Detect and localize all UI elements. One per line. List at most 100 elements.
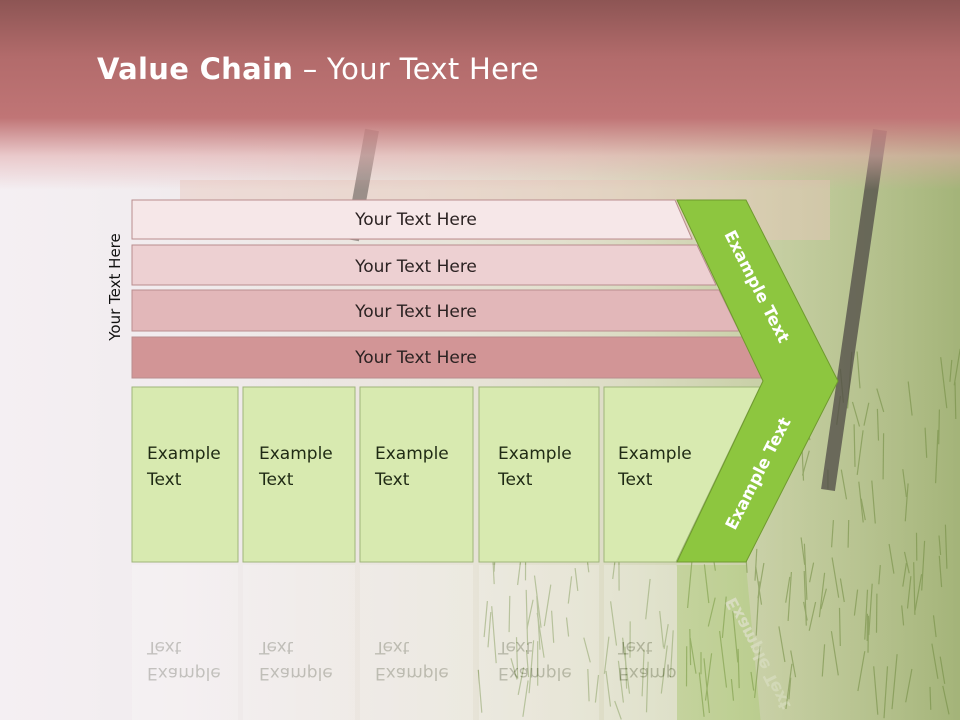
grass-blade <box>821 644 826 677</box>
grass-blade <box>551 610 555 643</box>
grass-blade <box>703 564 710 604</box>
primary-box-3 <box>359 386 474 563</box>
primary-box-text-5-line2: Text <box>617 470 653 490</box>
support-bar-label-3: Your Text Here <box>354 302 477 322</box>
grass-blade <box>707 597 716 627</box>
reflection-text-5-line1: Example <box>618 663 692 683</box>
primary-box-1 <box>131 386 239 563</box>
primary-boxes <box>131 386 761 563</box>
primary-box-text-1-line1: Example <box>147 444 221 464</box>
grass-blade <box>818 572 826 618</box>
grass-blade <box>594 674 600 703</box>
grass-blade <box>757 562 765 599</box>
grass-blade <box>931 643 939 679</box>
grass-blade <box>938 555 943 588</box>
grass-blade <box>669 630 674 678</box>
grass-blade <box>663 624 669 649</box>
margin-chevron <box>676 199 839 563</box>
grass-blade <box>905 668 913 703</box>
grass-blade <box>567 576 573 604</box>
reflection-text-4-line1: Example <box>498 663 572 683</box>
grass-blade <box>645 578 651 620</box>
reflection-box-5 <box>604 565 751 720</box>
primary-box-4 <box>478 386 600 563</box>
reflection-text-5-line2: Text <box>617 637 653 657</box>
grass-blade <box>750 671 755 691</box>
grass-blade <box>903 551 910 574</box>
reflection-text-3-line2: Text <box>374 637 410 657</box>
grass-blade <box>938 535 942 555</box>
primary-box-text-5-line1: Example <box>618 444 692 464</box>
grass-blade <box>689 628 692 666</box>
grass-blade <box>942 685 950 715</box>
grass-blade <box>901 605 905 626</box>
grass-blade <box>487 612 492 648</box>
grass-blade <box>698 672 705 717</box>
grass-blade <box>857 651 866 692</box>
grass-blade <box>924 427 928 458</box>
slide-title: Value Chain – Your Text Here <box>97 52 539 86</box>
title-bold: Value Chain <box>97 52 294 86</box>
grass-blade <box>800 537 806 565</box>
grass-blade <box>851 401 861 427</box>
grass-blade <box>477 669 483 713</box>
grass-blade <box>830 631 839 676</box>
grass-blade <box>536 612 545 658</box>
reflection-text-4: ExampleText <box>497 637 572 683</box>
grass-blade <box>533 575 542 628</box>
grass-blade <box>940 357 948 409</box>
grass-blade <box>603 636 610 674</box>
reflection-text-3-line1: Example <box>375 663 449 683</box>
grass-blade <box>856 351 861 389</box>
grass-blade <box>737 648 740 689</box>
grass-blade <box>949 359 953 382</box>
grass-blade <box>868 583 873 636</box>
grass-blade <box>914 574 923 611</box>
grass-blade <box>904 483 909 522</box>
primary-box-text-2-line2: Text <box>258 470 294 490</box>
grass-blade <box>809 562 815 583</box>
grass-blade <box>853 589 859 616</box>
grass-blade <box>645 661 649 713</box>
primary-box-text-3-line1: Example <box>375 444 449 464</box>
grass-blade <box>808 601 817 631</box>
grass-blade <box>820 588 827 610</box>
grass-blade <box>525 589 529 645</box>
grass-blade <box>732 610 739 663</box>
grass-blade <box>856 430 864 475</box>
reflection-text-1-line1: Example <box>147 663 221 683</box>
grass-blade <box>528 640 535 694</box>
grass-blade <box>888 543 895 574</box>
primary-box-text-1-line2: Text <box>146 470 182 490</box>
support-bar-2 <box>131 244 717 286</box>
grass-blade <box>790 650 797 678</box>
grass-blade <box>754 645 761 698</box>
grass-blade <box>785 663 793 709</box>
primary-box-2 <box>242 386 356 563</box>
grass-blade <box>617 660 624 703</box>
grass-blade <box>641 649 645 697</box>
grass-blade <box>938 409 940 445</box>
grass-blade <box>935 429 939 484</box>
grass-blade <box>831 520 834 548</box>
grass-blade <box>907 381 913 416</box>
grass-blade <box>921 540 926 591</box>
primary-box-text-3-line2: Text <box>374 470 410 490</box>
grass-blade <box>605 670 612 707</box>
grass-blade <box>858 481 864 523</box>
grass-blade <box>610 601 618 646</box>
grass-blade <box>891 654 898 710</box>
grass-blade <box>483 601 488 638</box>
grass-blade <box>867 615 870 653</box>
grass-blade <box>902 469 907 498</box>
reflection-text-1-line2: Text <box>146 637 182 657</box>
grass-blade <box>803 543 808 600</box>
grass-blade <box>508 595 511 633</box>
grass-blade <box>871 480 876 524</box>
